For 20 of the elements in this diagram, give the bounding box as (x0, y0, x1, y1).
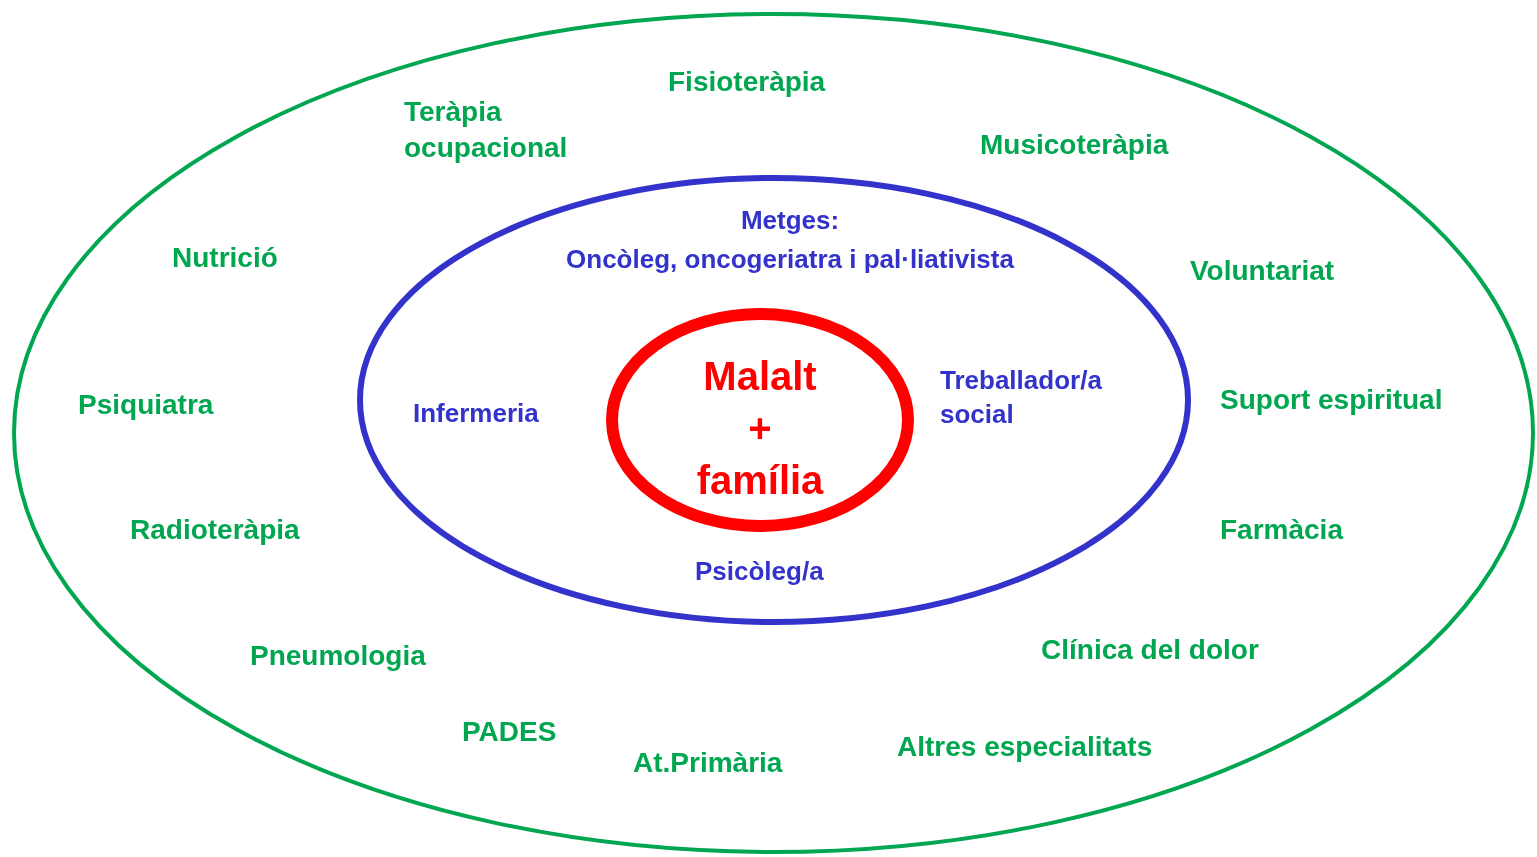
service-label: Voluntariat (1190, 254, 1335, 288)
team-label: Infermeria (413, 397, 539, 430)
service-label: Fisioteràpia (668, 65, 826, 99)
team-label: Psicòleg/a (695, 555, 824, 588)
service-label: At.Primària (633, 746, 783, 780)
service-label: Nutrició (172, 241, 278, 275)
service-label: Psiquiatra (78, 388, 214, 422)
team-label: Treballador/a social (940, 364, 1103, 431)
service-label: Farmàcia (1220, 513, 1343, 547)
team-label: Metges: (739, 204, 841, 237)
service-label: Musicoteràpia (980, 128, 1169, 162)
service-label: PADES (462, 715, 557, 749)
service-label: Teràpia ocupacional (404, 95, 569, 166)
team-label: Oncòleg, oncogeriatra i pal·liativista (565, 243, 1015, 276)
center-label: Malalt + família (695, 353, 825, 504)
service-label: Altres especialitats (897, 730, 1153, 764)
service-label: Suport espiritual (1220, 383, 1443, 417)
service-label: Clínica del dolor (1041, 633, 1259, 667)
service-label: Pneumologia (250, 639, 426, 673)
service-label: Radioteràpia (130, 513, 300, 547)
